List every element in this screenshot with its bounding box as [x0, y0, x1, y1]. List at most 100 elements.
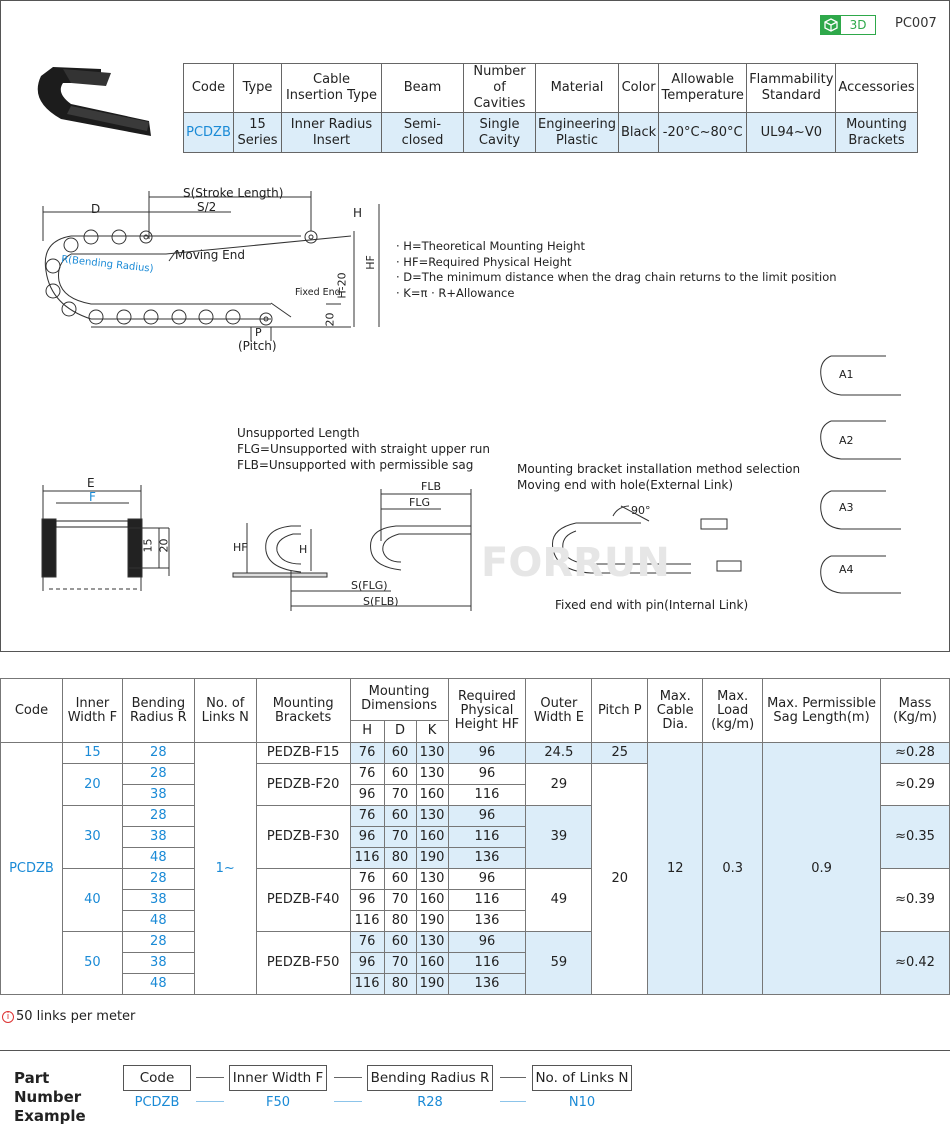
e-cell: 29 — [525, 763, 593, 806]
pn-bending-radius-value: R28 — [417, 1095, 443, 1110]
max-cable-cell: 12 — [647, 742, 704, 995]
unsupported-text: Unsupported Length FLG=Unsupported with … — [237, 425, 490, 473]
e-cell: 59 — [525, 931, 593, 995]
col-max-cable: Max. Cable Dia. — [647, 678, 704, 743]
note-item: · K=π · R+Allowance — [396, 285, 515, 300]
spec-value: Engineering Plastic — [535, 112, 619, 153]
pitch-cell: 25 — [591, 742, 649, 764]
footnote-text: 50 links per meter — [16, 1009, 136, 1024]
table-row: 40 28 PEDZB-F40 76 60 130 96 49 ≈0.39 — [1, 868, 950, 932]
watermark: FORRUN — [481, 540, 670, 586]
mounting-diagram — [551, 505, 742, 574]
h-cell: 76 — [349, 742, 385, 764]
k-cell: 160 — [415, 826, 449, 848]
d-cell: 70 — [383, 826, 417, 848]
d-cell: 60 — [383, 763, 417, 785]
mass-cell: ≈0.28 — [879, 742, 950, 764]
bracket-variants — [820, 355, 901, 594]
h-cell: 76 — [349, 763, 385, 785]
r-cell: 38 — [121, 952, 195, 974]
col-sag: Max. Permissible Sag Length(m) — [762, 678, 881, 743]
hf-cell: 116 — [447, 826, 527, 848]
mass-cell: ≈0.42 — [879, 931, 950, 995]
k-cell: 130 — [415, 742, 449, 764]
a3-label: A3 — [839, 501, 854, 514]
d-cell: 60 — [383, 868, 417, 890]
h-cell: 96 — [349, 889, 385, 911]
col-mounting-dims: Mounting Dimensions — [349, 678, 449, 721]
e-cell: 49 — [525, 868, 593, 932]
3d-label: 3D — [849, 18, 867, 32]
f-label: F — [89, 490, 96, 504]
d-cell: 80 — [383, 910, 417, 932]
table-row: 48 116 80 190 136 — [1, 910, 950, 932]
cross-section — [41, 485, 170, 591]
k-cell: 160 — [415, 889, 449, 911]
ninety-label: 90° — [631, 504, 651, 517]
unsupported-title: Unsupported Length — [237, 426, 360, 440]
k-cell: 130 — [415, 763, 449, 785]
stroke-label: S(Stroke Length) — [183, 186, 284, 200]
spec-header: Beam — [381, 63, 464, 113]
hf-cell: 96 — [447, 805, 527, 827]
pitch-p-label: P — [255, 326, 262, 339]
hf-label: HF — [363, 255, 377, 270]
spec-header: Type — [233, 63, 282, 113]
hf-cell: 116 — [447, 952, 527, 974]
table-row: 38 96 70 160 116 — [1, 826, 950, 848]
mounting-moving: Moving end with hole(External Link) — [517, 478, 734, 492]
twenty-b-label: 20 — [157, 538, 171, 553]
unsupported-diagram — [232, 489, 472, 611]
3d-view-button[interactable]: 3D — [820, 15, 876, 35]
r-cell: 38 — [121, 784, 195, 806]
fixed-end-label: Fixed End — [295, 287, 341, 298]
bracket-cell: PEDZB-F40 — [255, 868, 351, 932]
notes-list: · H=Theoretical Mounting Height · HF=Req… — [396, 239, 837, 301]
r-cell: 28 — [121, 805, 195, 827]
pn-links-value: N10 — [568, 1095, 596, 1110]
d-cell: 70 — [383, 952, 417, 974]
a4-label: A4 — [839, 563, 854, 576]
e-cell: 24.5 — [525, 742, 593, 764]
r-cell: 38 — [121, 889, 195, 911]
hf-cell: 96 — [447, 931, 527, 953]
col-links: No. of Links N — [193, 678, 257, 743]
spec-header: Allowable Temperature — [658, 63, 748, 113]
hf-b-label: HF — [233, 541, 248, 554]
product-drawings: FORRUN — [37, 67, 901, 611]
h-b-label: H — [299, 543, 308, 556]
e-label: E — [87, 476, 95, 490]
pn-code-value: PCDZB — [134, 1095, 180, 1110]
col-h: H — [349, 719, 385, 744]
separator — [334, 1101, 362, 1102]
h-cell: 96 — [349, 784, 385, 806]
spec-value: Black — [617, 112, 660, 153]
d-cell: 70 — [383, 889, 417, 911]
bracket-cell: PEDZB-F30 — [255, 805, 351, 869]
col-req-height: Required Physical Height HF — [447, 678, 527, 743]
note-item: · HF=Required Physical Height — [396, 254, 572, 269]
k-cell: 160 — [415, 784, 449, 806]
spec-value: 15 Series — [233, 112, 282, 153]
unsupported-flg: FLG=Unsupported with straight upper run — [237, 442, 490, 456]
hf-cell: 96 — [447, 742, 527, 764]
note-item: · D=The minimum distance when the drag c… — [396, 270, 837, 285]
d-cell: 60 — [383, 742, 417, 764]
k-cell: 190 — [415, 973, 449, 995]
k-cell: 190 — [415, 910, 449, 932]
spec-header: Flammability Standard — [746, 63, 837, 113]
part-number-section: Part Number Example Code Inner Width F B… — [0, 1050, 950, 1128]
a1-label: A1 — [839, 368, 854, 381]
f-cell: 20 — [61, 763, 123, 806]
table-row: 38 96 70 160 116 — [1, 889, 950, 911]
half-stroke-label: S/2 — [197, 200, 217, 214]
pn-inner-width-box: Inner Width F — [229, 1065, 327, 1091]
part-number-title: Part Number Example — [14, 1069, 86, 1125]
main-table: Code Inner Width F Bending Radius R No. … — [0, 678, 950, 995]
hf-cell: 136 — [447, 847, 527, 869]
r-cell: 28 — [121, 742, 195, 764]
hf-cell: 96 — [447, 763, 527, 785]
r-cell: 38 — [121, 826, 195, 848]
sag-cell: 0.9 — [762, 742, 881, 995]
cube-icon — [821, 16, 841, 34]
